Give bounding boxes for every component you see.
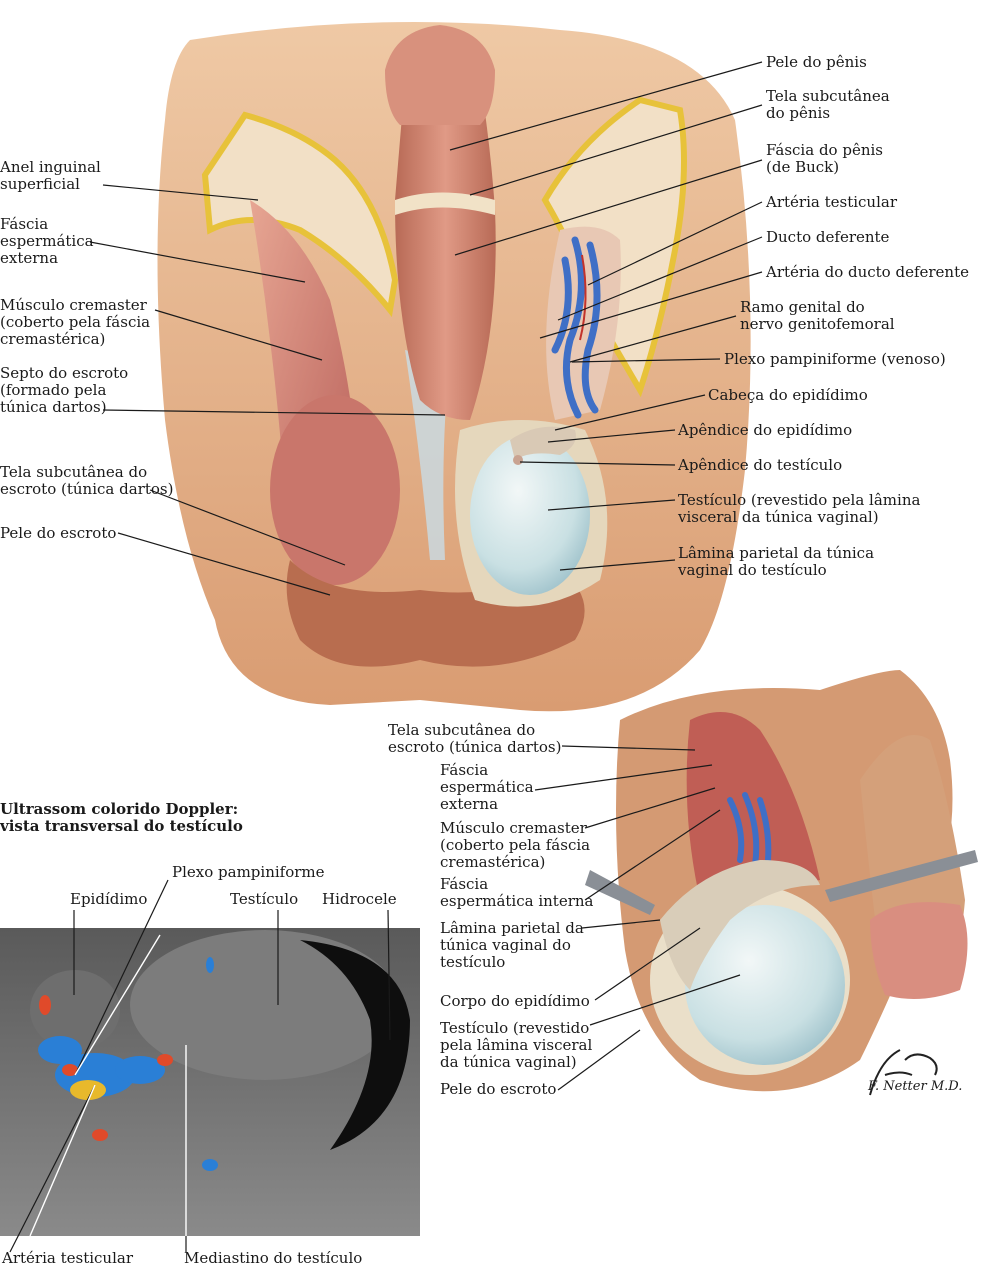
ultrasound-image bbox=[0, 928, 420, 1236]
inset-testis bbox=[685, 905, 845, 1065]
us-label-plexo-pampiniforme: Plexo pampiniforme bbox=[172, 863, 325, 881]
label-arteria-testicular: Artéria testicular bbox=[766, 193, 897, 211]
us-label-epididimo: Epidídimo bbox=[70, 890, 148, 908]
label-tela-subcutanea-escroto: Tela subcutânea do escroto (túnica darto… bbox=[0, 463, 174, 498]
inset-label-musculo-cremaster: Músculo cremaster (coberto pela fáscia c… bbox=[440, 819, 591, 871]
inset-layers bbox=[686, 712, 820, 900]
label-fascia-espermatica-externa: Fáscia espermática externa bbox=[0, 215, 94, 267]
glans bbox=[385, 25, 495, 125]
leaders-main-left bbox=[89, 184, 446, 596]
us-epididymis bbox=[30, 970, 120, 1050]
doppler-flow bbox=[38, 957, 218, 1171]
ultrasound-title: Ultrassom colorido Doppler: vista transv… bbox=[0, 800, 243, 835]
leaders-inset bbox=[534, 745, 741, 1091]
inset-illustration bbox=[585, 670, 978, 1092]
label-anel-inguinal: Anel inguinal superficial bbox=[0, 158, 101, 193]
appendix-testis bbox=[513, 455, 523, 465]
label-pele-escroto: Pele do escroto bbox=[0, 524, 117, 542]
scrotal-skin bbox=[286, 560, 585, 667]
label-ramo-genital: Ramo genital do nervo genitofemoral bbox=[740, 298, 895, 333]
label-testiculo: Testículo (revestido pela lâmina viscera… bbox=[678, 491, 921, 526]
us-label-mediastino: Mediastino do testículo bbox=[184, 1249, 363, 1267]
label-tela-subcutanea-penis: Tela subcutânea do pênis bbox=[766, 87, 890, 122]
epididymis-head bbox=[510, 426, 576, 460]
label-ducto-deferente: Ducto deferente bbox=[766, 228, 890, 246]
leaders-main-right bbox=[449, 61, 763, 571]
leaders-ultrasound bbox=[9, 879, 391, 1253]
label-apendice-testiculo: Apêndice do testículo bbox=[678, 456, 843, 474]
main-illustration bbox=[157, 22, 751, 712]
us-label-testiculo: Testículo bbox=[230, 890, 299, 908]
us-testis bbox=[130, 930, 400, 1080]
signature-mark bbox=[869, 1049, 938, 1096]
inset-label-corpo-epididimo: Corpo do epidídimo bbox=[440, 992, 590, 1010]
inset-plexus bbox=[727, 792, 772, 868]
label-apendice-epididimo: Apêndice do epidídimo bbox=[678, 421, 853, 439]
label-septo-escroto: Septo do escroto (formado pela túnica da… bbox=[0, 364, 129, 416]
fascia-ring bbox=[395, 192, 495, 215]
testicular-artery bbox=[579, 254, 587, 341]
us-label-arteria-testicular: Artéria testicular bbox=[2, 1249, 133, 1267]
retractor-right bbox=[825, 850, 978, 902]
label-musculo-cremaster: Músculo cremaster (coberto pela fáscia c… bbox=[0, 296, 151, 348]
left-testis-covered bbox=[270, 395, 400, 585]
right-testis bbox=[470, 435, 590, 595]
label-pele-penis: Pele do pênis bbox=[766, 53, 867, 71]
inset-label-testiculo: Testículo (revestido pela lâmina viscera… bbox=[440, 1019, 593, 1071]
label-cabeca-epididimo: Cabeça do epidídimo bbox=[708, 386, 868, 404]
us-hydrocele bbox=[300, 940, 410, 1150]
inset-glans bbox=[870, 902, 968, 999]
inset-label-fascia-espermatica-externa: Fáscia espermática externa bbox=[440, 761, 534, 813]
signature: F. Netter M.D. bbox=[868, 1079, 963, 1094]
penis-shaft bbox=[395, 65, 496, 420]
label-plexo-pampiniforme: Plexo pampiniforme (venoso) bbox=[724, 350, 946, 368]
label-lamina-parietal: Lâmina parietal da túnica vaginal do tes… bbox=[678, 544, 875, 579]
inset-label-fascia-espermatica-interna: Fáscia espermática interna bbox=[440, 875, 594, 910]
label-fascia-penis: Fáscia do pênis (de Buck) bbox=[766, 141, 883, 176]
inset-label-tela-subcutanea-escroto: Tela subcutânea do escroto (túnica darto… bbox=[388, 721, 562, 756]
us-label-hidrocele: Hidrocele bbox=[322, 890, 397, 908]
inset-epididymis bbox=[660, 860, 820, 990]
label-arteria-ducto-deferente: Artéria do ducto deferente bbox=[766, 263, 969, 281]
inset-label-pele-escroto: Pele do escroto bbox=[440, 1080, 557, 1098]
pampiniform-plexus bbox=[551, 236, 601, 419]
inset-label-lamina-parietal: Lâmina parietal da túnica vaginal do tes… bbox=[440, 919, 584, 971]
retractor-left bbox=[585, 870, 655, 915]
